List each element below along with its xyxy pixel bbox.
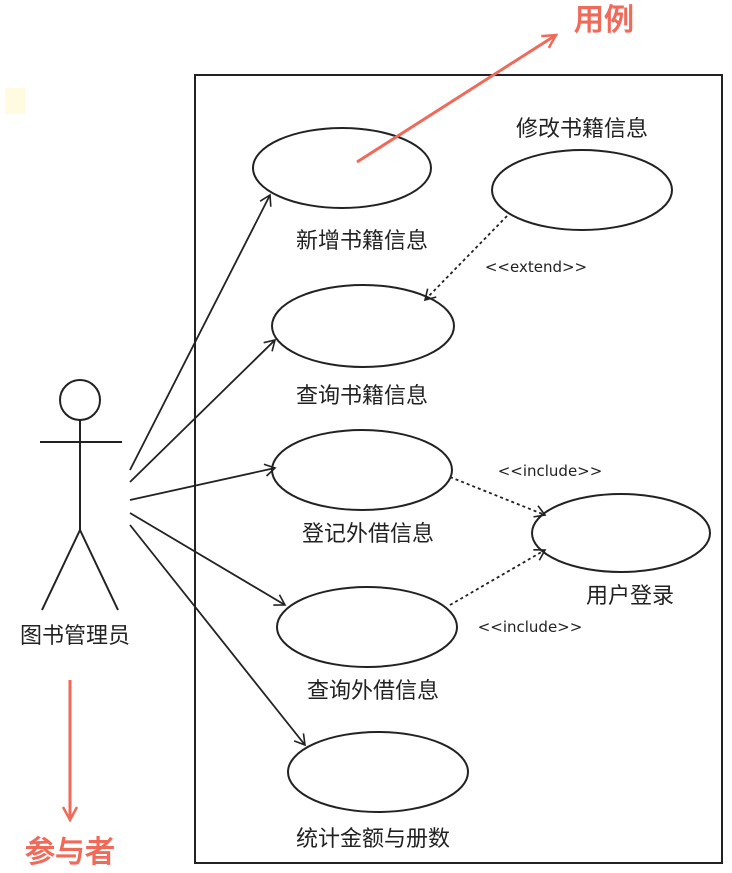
extend-label: <<extend>> [485, 258, 587, 276]
use-case-add-book[interactable] [252, 127, 432, 209]
include-label-2: <<include>> [478, 618, 583, 636]
actor-label: 图书管理员 [20, 624, 130, 649]
label-query-book: 查询书籍信息 [296, 384, 428, 409]
use-case-annotation: 用例 [574, 3, 634, 38]
use-case-stats[interactable] [287, 731, 469, 813]
actor-annotation: 参与者 [25, 835, 115, 870]
include-arrow-1 [449, 476, 547, 518]
system-boundary [194, 74, 723, 864]
label-stats: 统计金额与册数 [296, 827, 450, 852]
use-case-query-book[interactable] [271, 284, 455, 368]
association-register-loan [129, 463, 277, 501]
extend-arrow [423, 215, 508, 302]
association-query-book [129, 338, 277, 483]
use-case-register-loan[interactable] [271, 429, 453, 511]
use-case-modify-book[interactable] [491, 149, 673, 231]
use-case-user-login[interactable] [531, 493, 711, 573]
association-stats [129, 524, 306, 747]
use-case-query-loan[interactable] [276, 586, 458, 668]
label-register-loan: 登记外借信息 [302, 522, 434, 547]
include-label-1: <<include>> [498, 462, 603, 480]
label-user-login: 用户登录 [586, 584, 674, 609]
highlight-mark [5, 88, 25, 114]
include-arrow-2 [449, 549, 547, 606]
label-add-book: 新增书籍信息 [296, 229, 428, 254]
use-case-annotation-arrow [356, 33, 559, 164]
label-modify-book: 修改书籍信息 [516, 117, 648, 142]
association-add-book [129, 193, 272, 471]
label-query-loan: 查询外借信息 [307, 679, 439, 704]
association-query-loan [129, 512, 287, 606]
actor-figure [40, 379, 122, 611]
